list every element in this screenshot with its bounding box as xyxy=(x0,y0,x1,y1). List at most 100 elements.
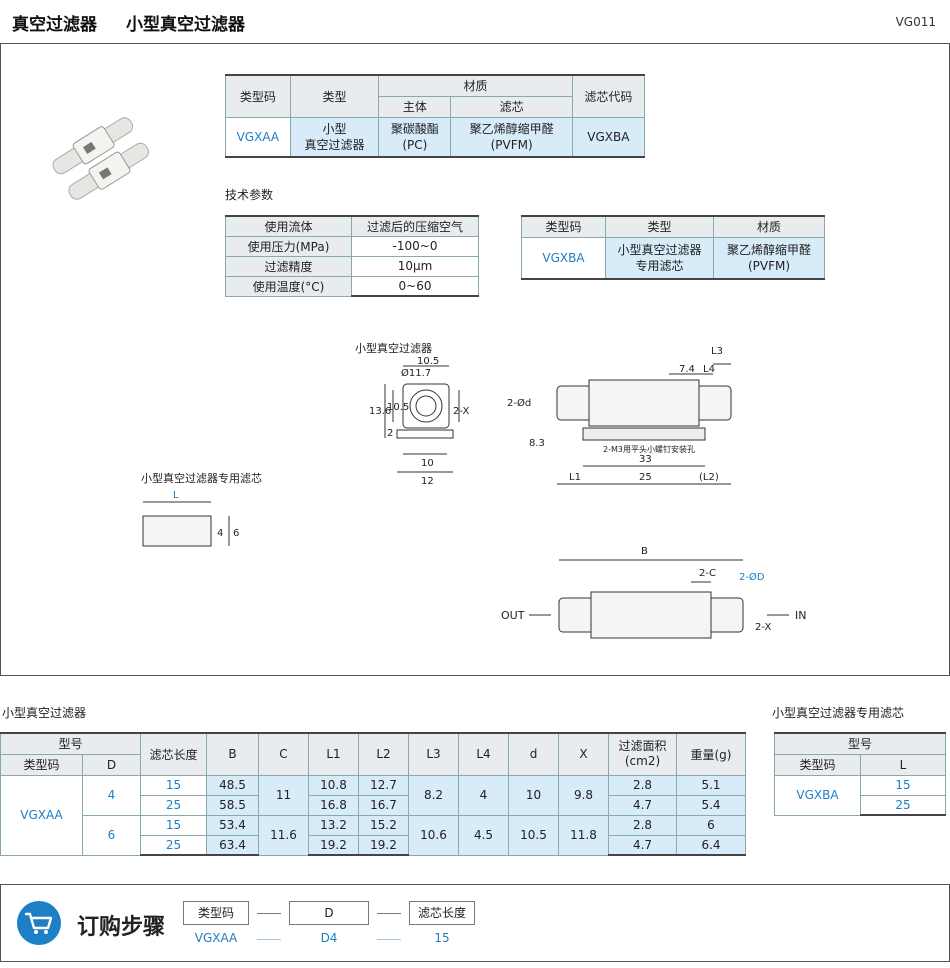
cell-weight: 5.1 xyxy=(676,774,746,796)
screw-note: 2-M3用平头小螺钉安装孔 xyxy=(603,444,695,454)
tech-value: -100~0 xyxy=(351,235,479,257)
th-area-label: 过滤面积 xyxy=(618,739,667,754)
th-type-code: 类型码 xyxy=(774,753,861,776)
tech-key: 使用流体 xyxy=(225,215,352,237)
th-d-upper: D xyxy=(82,753,141,776)
top-panel: 类型码 类型 材质 滤芯代码 主体 滤芯 VGXAA 小型 真空过滤器 聚碳酸酯… xyxy=(0,44,950,676)
label-in: IN xyxy=(795,609,806,622)
dim-2-dia-d: 2-ØD xyxy=(739,571,765,583)
th-l2: L2 xyxy=(358,732,409,776)
tech-params-title: 技术参数 xyxy=(225,188,274,202)
th-area-unit: (cm2) xyxy=(624,754,661,769)
cell-type: 小型真空过滤器 专用滤芯 xyxy=(605,236,714,280)
th-body: 主体 xyxy=(378,95,452,118)
title-bar: 真空过滤器 小型真空过滤器 VG011 xyxy=(0,0,950,44)
tech-params-table: 使用流体 过滤后的压缩空气 使用压力(MPa) -100~0 过滤精度 10μm… xyxy=(225,215,479,297)
cell-l2: 15.2 xyxy=(358,814,409,836)
th-model: 型号 xyxy=(774,732,946,755)
element-size-table-title: 小型真空过滤器专用滤芯 xyxy=(772,706,905,720)
flow-drawing: B 2-C 2-ØD 2-X OUT IN xyxy=(501,546,806,639)
cell-l: 25 xyxy=(860,794,946,816)
cell-d-lower: 10 xyxy=(508,774,559,816)
tech-value: 0~60 xyxy=(351,275,479,297)
th-area: 过滤面积(cm2) xyxy=(608,732,677,776)
cell-l4: 4.5 xyxy=(458,814,509,856)
dim-l: L xyxy=(173,490,179,501)
dim-4: 4 xyxy=(217,528,223,539)
dim-8-3: 8.3 xyxy=(529,438,545,449)
cell-type-code: VGXAA xyxy=(0,774,83,856)
cell-b: 58.5 xyxy=(206,794,259,816)
order-box-elem-len: 滤芯长度 xyxy=(409,901,475,925)
cell-area: 4.7 xyxy=(608,834,677,856)
order-box-type-code: 类型码 xyxy=(183,901,249,925)
page-subtitle: 小型真空过滤器 xyxy=(126,15,245,35)
cell-filter: 聚乙烯醇缩甲醛 (PVFM) xyxy=(450,116,573,158)
drawing-caption-element: 小型真空过滤器专用滤芯 xyxy=(141,472,262,485)
th-type-code: 类型码 xyxy=(225,74,291,118)
cell-c: 11 xyxy=(258,774,309,816)
cell-area: 4.7 xyxy=(608,794,677,816)
cell-b: 48.5 xyxy=(206,774,259,796)
dim-13-6: 13.6 xyxy=(369,406,391,417)
th-b: B xyxy=(206,732,259,776)
cell-area: 2.8 xyxy=(608,814,677,836)
label-out: OUT xyxy=(501,609,525,622)
dim-2: 2 xyxy=(387,428,393,439)
dim-2d: 2-Ød xyxy=(507,397,531,409)
size-table-title: 小型真空过滤器 xyxy=(2,706,87,720)
cart-icon xyxy=(17,901,61,945)
order-box-d: D xyxy=(289,901,369,925)
cell-weight: 5.4 xyxy=(676,794,746,816)
dim-b: B xyxy=(641,546,648,557)
dim-6: 6 xyxy=(233,528,239,539)
cell-material: 聚乙烯醇缩甲醛 (PVFM) xyxy=(713,236,825,280)
th-l4: L4 xyxy=(458,732,509,776)
th-type: 类型 xyxy=(289,74,380,118)
cell-weight: 6.4 xyxy=(676,834,746,856)
th-filter: 滤芯 xyxy=(450,95,573,118)
order-dash xyxy=(257,939,281,940)
dim-2c: 2-C xyxy=(699,568,716,579)
dim-33: 33 xyxy=(639,454,652,465)
th-type-code: 类型码 xyxy=(521,215,606,238)
dim-10-5-side: 10.5 xyxy=(387,402,409,413)
dim-12: 12 xyxy=(421,476,434,484)
dim-2x-flow: 2-X xyxy=(755,622,771,633)
dim-l4: L4 xyxy=(703,364,715,375)
cell-l1: 10.8 xyxy=(308,774,359,796)
cell-type-code: VGXAA xyxy=(225,116,291,158)
cell-l2: 12.7 xyxy=(358,774,409,796)
th-type-code: 类型码 xyxy=(0,753,83,776)
cell-l2: 19.2 xyxy=(358,834,409,856)
order-dash xyxy=(257,913,281,914)
order-dash xyxy=(377,939,401,940)
dim-l3: L3 xyxy=(711,346,723,357)
side-view-drawing: 7.4 L4 L3 2-Ød 8.3 2-M3用平头小螺钉安装孔 33 25 L… xyxy=(507,346,732,485)
th-c: C xyxy=(258,732,309,776)
th-elem-len: 滤芯长度 xyxy=(140,732,207,776)
order-steps: 订购步骤 类型码 D 滤芯长度 VGXAA D4 15 xyxy=(0,884,950,962)
th-l3: L3 xyxy=(408,732,459,776)
cell-d: 6 xyxy=(82,814,141,856)
tech-key: 使用压力(MPa) xyxy=(225,235,352,257)
dim-2x: 2-X xyxy=(453,406,469,417)
element-size-table: 型号 类型码 L VGXBA 15 25 xyxy=(774,732,946,816)
cell-len: 15 xyxy=(140,774,207,796)
cell-b: 63.4 xyxy=(206,834,259,856)
element-table: 类型码 类型 材质 VGXBA 小型真空过滤器 专用滤芯 聚乙烯醇缩甲醛 (PV… xyxy=(521,215,825,280)
cell-len: 25 xyxy=(140,794,207,816)
cell-x: 11.8 xyxy=(558,814,609,856)
th-weight: 重量(g) xyxy=(676,732,746,776)
th-material: 材质 xyxy=(378,74,573,97)
dim-25: 25 xyxy=(639,472,652,483)
cell-c: 11.6 xyxy=(258,814,309,856)
drawing-caption-filter: 小型真空过滤器 xyxy=(355,342,432,355)
order-dash xyxy=(377,913,401,914)
cell-l4: 4 xyxy=(458,774,509,816)
th-material: 材质 xyxy=(713,215,825,238)
th-d: d xyxy=(508,732,559,776)
product-table: 类型码 类型 材质 滤芯代码 主体 滤芯 VGXAA 小型 真空过滤器 聚碳酸酯… xyxy=(225,74,646,158)
th-l1: L1 xyxy=(308,732,359,776)
cell-x: 9.8 xyxy=(558,774,609,816)
